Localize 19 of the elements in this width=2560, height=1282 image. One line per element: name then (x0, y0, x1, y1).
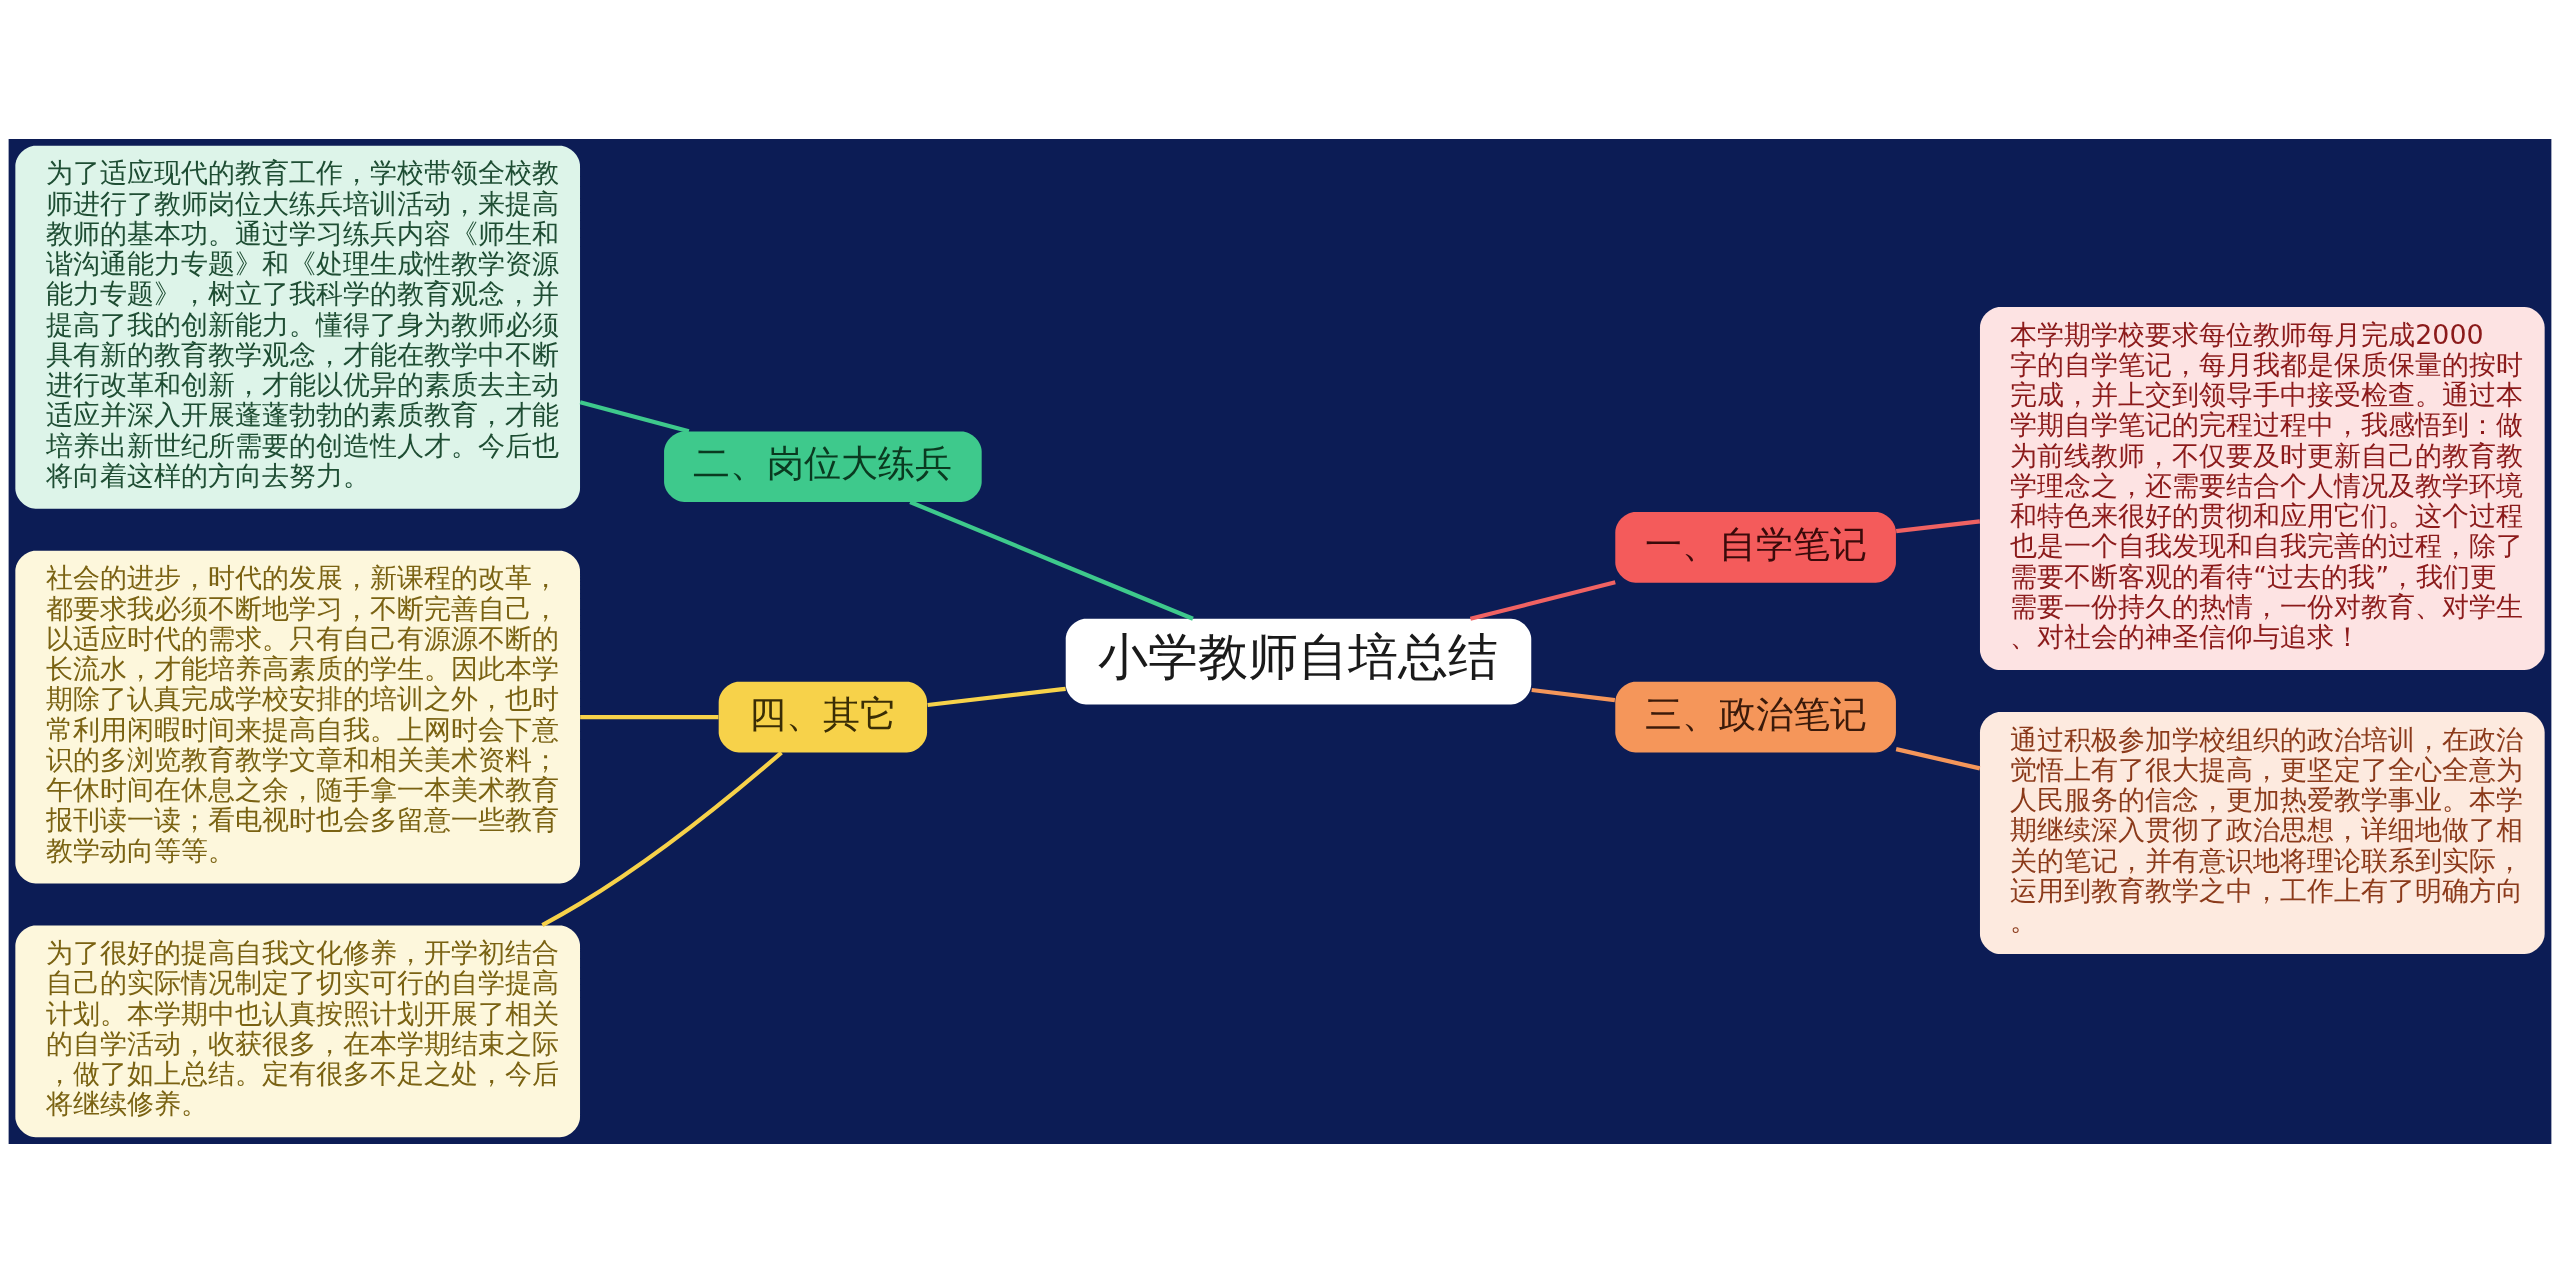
connector (579, 399, 690, 433)
node-box: 本学期学校要求每位教师每月完成2000字的自学笔记，每月我都是保质保量的按时完成，并上交到领导手中接受检查。通过本学期自学笔记的完程过程中，我感悟到：做为前线教师，不仅要及时更新自己的教育教学理念之，还需要结合个人情况及教学环境和特色来很好的贯彻和应用它们。这个过程也是一个自我发现和自我完善的过程，除了需要不断客观的看待“过去的我”，我们更需要一份持久的热情，一份对教育、对学生、对社会的神圣信仰与追求！ (1979, 306, 2545, 670)
connector (1895, 746, 1981, 770)
node-box: 通过积极参加学校组织的政治培训，在政治觉悟上有了很大提高，更坚定了全心全意为人民服务的信念，更加热爱教学事业。本学期继续深入贯彻了政治思想，详细地做了相关的笔记，并有意识地将理论联系到实际，运用到教育教学之中，工作上有了明确方向。 (1979, 711, 2545, 954)
connector (541, 750, 783, 927)
node-box: 一、自学笔记 (1615, 511, 1896, 583)
connector (1895, 518, 1981, 533)
connector (1469, 579, 1616, 621)
connector (909, 499, 1194, 621)
node-box: 社会的进步，时代的发展，新课程的改革，都要求我必须不断地学习，不断完善自己，以适应时代的需求。只有自己有源源不断的长流水，才能培养高素质的学生。因此本学期除了认真完成学校安排的培训之外，也时常利用闲暇时间来提高自我。上网时会下意识的多浏览教育教学文章和相关美术资料；午休时间在休息之余，随手拿一本美术教育报刊读一读；看电视时也会多留意一些教育教学动向等等。 (15, 550, 581, 883)
node-box: 小学教师自培总结 (1065, 618, 1532, 704)
node-box: 三、政治笔记 (1615, 681, 1896, 752)
connector (927, 686, 1066, 707)
connector (580, 714, 719, 719)
node-box: 二、岗位大练兵 (664, 430, 982, 502)
connector (1531, 687, 1616, 702)
node-box: 为了适应现代的教育工作，学校带领全校教师进行了教师岗位大练兵培训活动，来提高教师的基本功。通过学习练兵内容《师生和谐沟通能力专题》和《处理生成性教学资源能力专题》，树立了我科学的教育观念，并提高了我的创新能力。懂得了身为教师必须具有新的教育教学观念，才能在教学中不断进行改革和创新，才能以优异的素质去主动适应并深入开展蓬蓬勃勃的素质教育，才能培养出新世纪所需要的创造性人才。今后也将向着这样的方向去努力。 (15, 145, 581, 509)
node-box: 四、其它 (718, 681, 928, 752)
node-box: 为了很好的提高自我文化修养，开学初结合自己的实际情况制定了切实可行的自学提高计划。本学期中也认真按照计划开展了相关的自学活动，收获很多，在本学期结束之际，做了如上总结。定有很多不足之处，今后将继续修养。 (15, 925, 581, 1137)
